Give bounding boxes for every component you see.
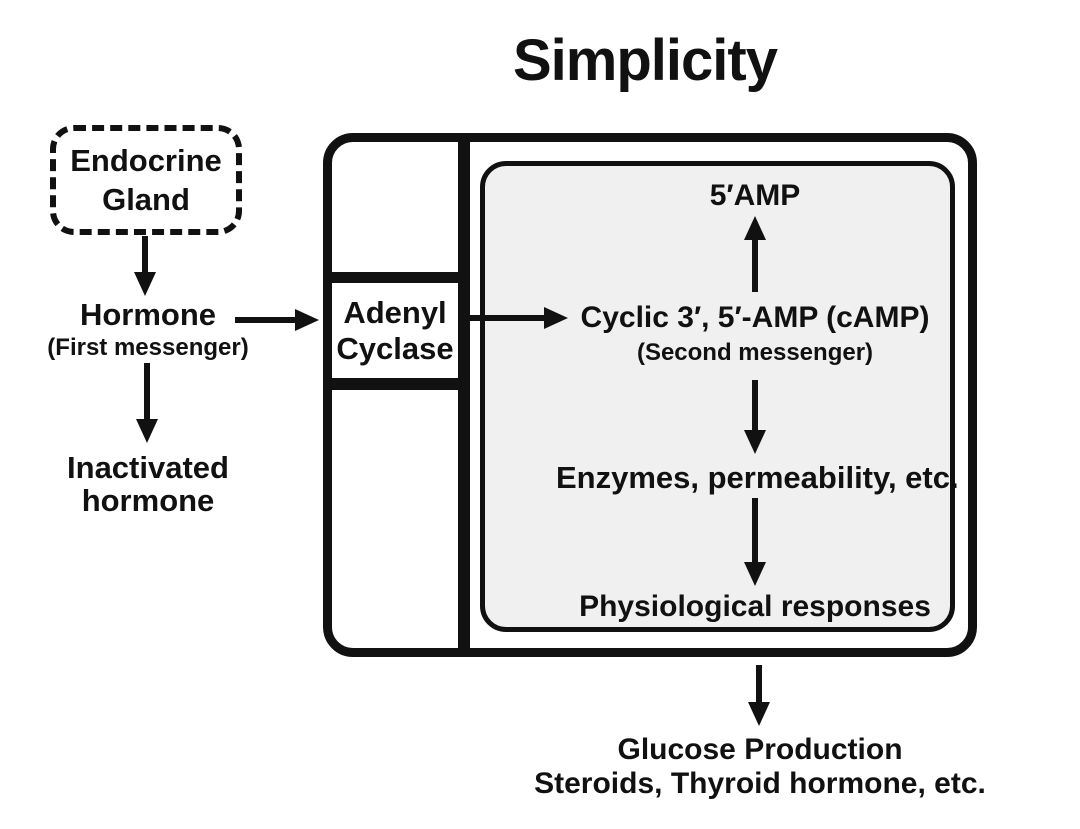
arrow-gland-to-hormone	[134, 236, 156, 296]
arrow-camp-to-5amp	[744, 216, 766, 292]
arrow-camp-to-enzymes	[744, 380, 766, 454]
arrow-cell-to-outputs	[748, 665, 770, 726]
arrow-hormone-to-adenyl-cyclase	[235, 309, 319, 331]
adenyl-cyclase-label-line2: Cyclase	[336, 330, 454, 366]
inactivated-hormone-label: Inactivated hormone	[30, 451, 266, 517]
arrow-hormone-to-inactivated	[136, 363, 158, 443]
outputs-label: Glucose Production Steroids, Thyroid hor…	[470, 733, 1050, 801]
adenyl-cyclase-label-line1: Adenyl	[343, 294, 447, 330]
endocrine-gland-label-line1: Endocrine	[70, 143, 222, 178]
hormone-label: Hormone	[79, 297, 217, 332]
hormone-sublabel: (First messenger)	[47, 334, 249, 361]
outputs-line1: Glucose Production	[617, 733, 903, 766]
cyclic-amp-sublabel: (Second messenger)	[636, 339, 874, 366]
arrow-adenyl-cyclase-to-camp	[468, 307, 568, 329]
inactivated-hormone-line1: Inactivated	[67, 450, 229, 485]
cytoplasm-node	[480, 161, 955, 632]
inactivated-hormone-line2: hormone	[81, 483, 215, 518]
membrane-divider-line	[458, 140, 470, 650]
endocrine-gland-label-line2: Gland	[102, 182, 190, 217]
outputs-line2: Steroids, Thyroid hormone, etc.	[534, 767, 986, 800]
physiological-responses-label: Physiological responses	[579, 590, 931, 623]
arrow-enzymes-to-physiological	[744, 498, 766, 586]
five-amp-label: 5′AMP	[709, 179, 801, 212]
diagram-title: Simplicity	[513, 28, 778, 93]
adenyl-cyclase-node: Adenyl Cyclase	[332, 272, 458, 390]
cyclic-amp-label: Cyclic 3′, 5′-AMP (cAMP)	[580, 301, 930, 334]
enzymes-label: Enzymes, permeability, etc.	[556, 460, 959, 495]
endocrine-gland-node: Endocrine Gland	[50, 125, 242, 235]
